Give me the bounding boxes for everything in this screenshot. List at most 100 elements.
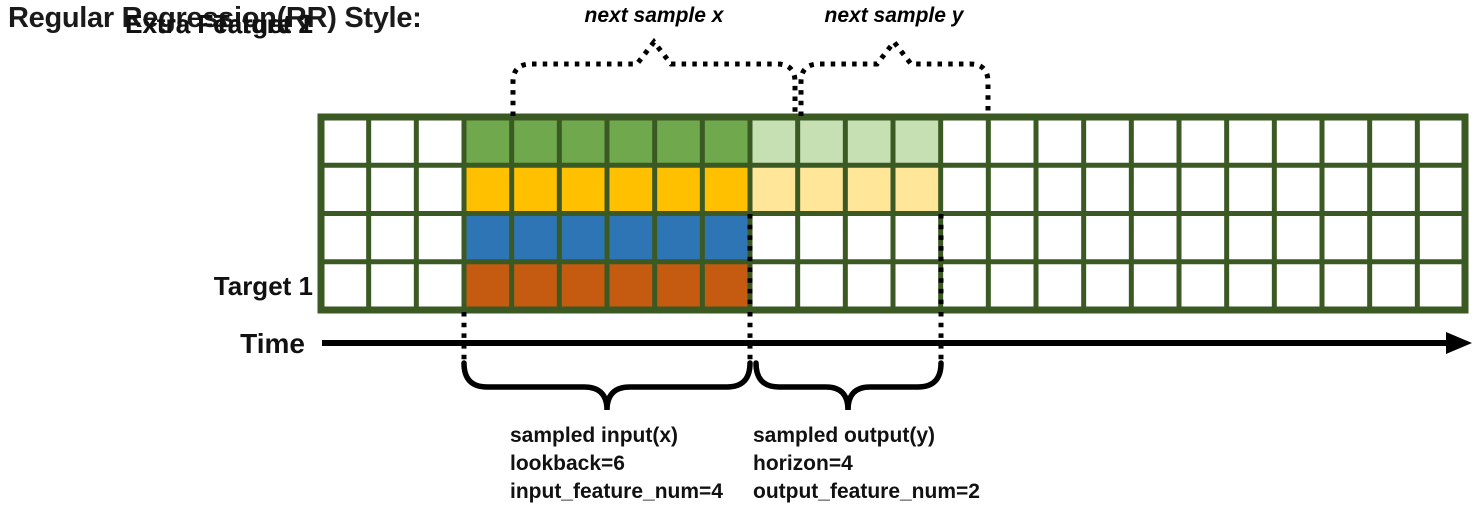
grid-lines xyxy=(317,113,1469,314)
grid-cell xyxy=(607,117,655,166)
grid-cell xyxy=(1322,165,1370,214)
grid-cell xyxy=(1226,213,1275,262)
grid-cell xyxy=(1131,213,1179,262)
output-feature-num: output_feature_num=2 xyxy=(753,480,980,503)
grid-cell xyxy=(1083,117,1132,166)
grid-cell xyxy=(368,165,417,214)
grid-cell xyxy=(1369,213,1418,262)
grid-cell xyxy=(893,117,941,166)
row-label-extra-feature-1: Extra Feature 1 xyxy=(125,9,313,39)
grid-cell xyxy=(464,165,512,214)
grid-cell xyxy=(940,261,989,310)
grid-cell xyxy=(988,117,1036,166)
grid-cell xyxy=(1417,165,1465,214)
grid-cell xyxy=(1226,261,1275,310)
grid-cell xyxy=(845,261,893,310)
time-axis-arrowhead xyxy=(1446,332,1472,354)
grid-cell xyxy=(1417,261,1465,310)
grid-cell xyxy=(1226,165,1275,214)
grid-cell xyxy=(1274,165,1322,214)
grid-cell xyxy=(940,165,989,214)
grid-cell xyxy=(1322,117,1370,166)
row-label-extra-feature-2: Extra Feature 2 xyxy=(125,9,313,39)
grid-cell xyxy=(702,261,750,310)
grid-cell xyxy=(1179,261,1227,310)
grid-outer-border xyxy=(317,113,1469,314)
sampled-input-label-block: sampled input(x) lookback=6 input_featur… xyxy=(510,422,723,506)
grid-cell xyxy=(416,117,464,166)
grid-cell xyxy=(321,213,369,262)
grid-cell xyxy=(750,165,798,214)
grid-cell xyxy=(702,213,750,262)
grid-cell xyxy=(1274,261,1322,310)
grid-cell xyxy=(940,213,989,262)
grid-cell xyxy=(607,213,655,262)
input-feature-num: input_feature_num=4 xyxy=(510,480,723,503)
row-label-target-2: Target 2 xyxy=(213,9,313,39)
grid-cell xyxy=(511,165,560,214)
row-label-target-1: Target 1 xyxy=(213,271,313,301)
sampled-input-brace xyxy=(461,360,753,411)
grid-cell xyxy=(893,261,941,310)
grid-cell xyxy=(654,117,703,166)
grid-cell xyxy=(988,165,1036,214)
grid-cell xyxy=(1083,213,1132,262)
grid-cell xyxy=(511,213,560,262)
page-title: Regular Regression(RR) Style: xyxy=(8,2,422,34)
grid-cell xyxy=(368,117,417,166)
grid-cell xyxy=(1226,117,1275,166)
grid-cell xyxy=(893,213,941,262)
grid-cell xyxy=(750,213,798,262)
grid-cell xyxy=(1322,213,1370,262)
grid-cell xyxy=(750,117,798,166)
grid-cell xyxy=(797,165,846,214)
grid-cell xyxy=(1369,165,1418,214)
grid-cell xyxy=(416,165,464,214)
grid-cell xyxy=(654,213,703,262)
grid-cell xyxy=(845,165,893,214)
grid-cell xyxy=(368,213,417,262)
grid-cell xyxy=(845,213,893,262)
grid-cell xyxy=(321,165,369,214)
grid-cell xyxy=(1417,213,1465,262)
grid-cell xyxy=(1417,117,1465,166)
annotation-next-sample-x: next sample x xyxy=(584,4,724,27)
grid-cell xyxy=(702,117,750,166)
grid-cell xyxy=(559,165,607,214)
grid-cell xyxy=(416,261,464,310)
grid-cell xyxy=(1036,117,1084,166)
grid-cell xyxy=(940,117,989,166)
grid-cell xyxy=(797,117,846,166)
grid-cell xyxy=(654,261,703,310)
grid-cell xyxy=(1274,117,1322,166)
grid-cell xyxy=(559,117,607,166)
grid-cell xyxy=(654,165,703,214)
time-axis-label: Time xyxy=(240,328,305,359)
grid-cell xyxy=(1083,261,1132,310)
grid-cell xyxy=(321,261,369,310)
grid-cell xyxy=(511,117,560,166)
grid-cell xyxy=(797,261,846,310)
grid-cell xyxy=(1369,261,1418,310)
grid-cell xyxy=(1131,261,1179,310)
next-sample-x-brace xyxy=(510,37,798,116)
lookback-value: lookback=6 xyxy=(510,452,625,475)
grid-cell xyxy=(1322,261,1370,310)
grid-cell xyxy=(797,213,846,262)
grid-cell xyxy=(1131,165,1179,214)
grid-cell xyxy=(368,261,417,310)
grid-cell xyxy=(559,261,607,310)
grid-cell xyxy=(1036,165,1084,214)
grid-cell xyxy=(750,261,798,310)
grid-cell xyxy=(1083,165,1132,214)
grid-cell xyxy=(321,117,369,166)
grid-cell xyxy=(1179,165,1227,214)
grid-cell xyxy=(511,261,560,310)
grid-cell xyxy=(988,261,1036,310)
grid-cells xyxy=(321,117,1465,310)
sampled-output-label-block: sampled output(y) horizon=4 output_featu… xyxy=(753,422,980,506)
grid-cell xyxy=(607,261,655,310)
grid-cell xyxy=(607,165,655,214)
